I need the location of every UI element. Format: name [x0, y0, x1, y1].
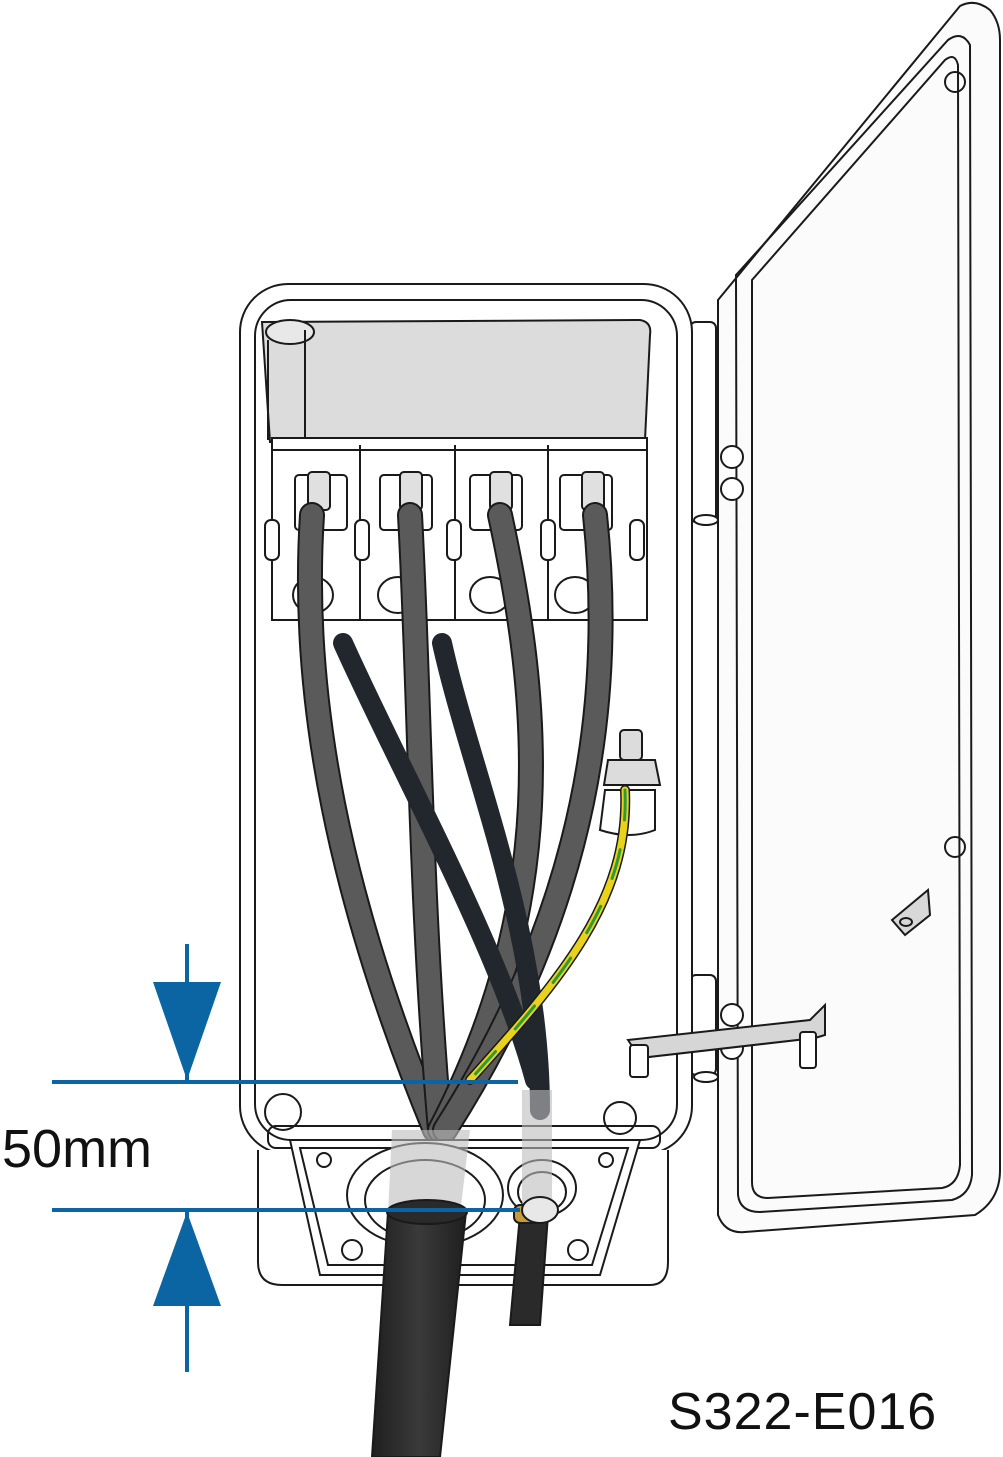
- dimension-arrow-down: [153, 982, 221, 1080]
- enclosure-door: [717, 1, 1001, 1234]
- figure-code: S322-E016: [668, 1383, 938, 1441]
- latch-bar: [626, 1002, 826, 1078]
- terminal-cover: [260, 318, 652, 444]
- earth-terminal: [598, 729, 662, 836]
- dimension-label: 50mm: [2, 1119, 153, 1179]
- earth-cable: [465, 785, 631, 1085]
- terminal-studs: [307, 471, 605, 511]
- dimension-arrow-up: [153, 1212, 221, 1306]
- earth-supply-cable: [508, 1090, 559, 1326]
- door-hinges: [689, 321, 744, 1083]
- dimension-50mm: [52, 944, 520, 1372]
